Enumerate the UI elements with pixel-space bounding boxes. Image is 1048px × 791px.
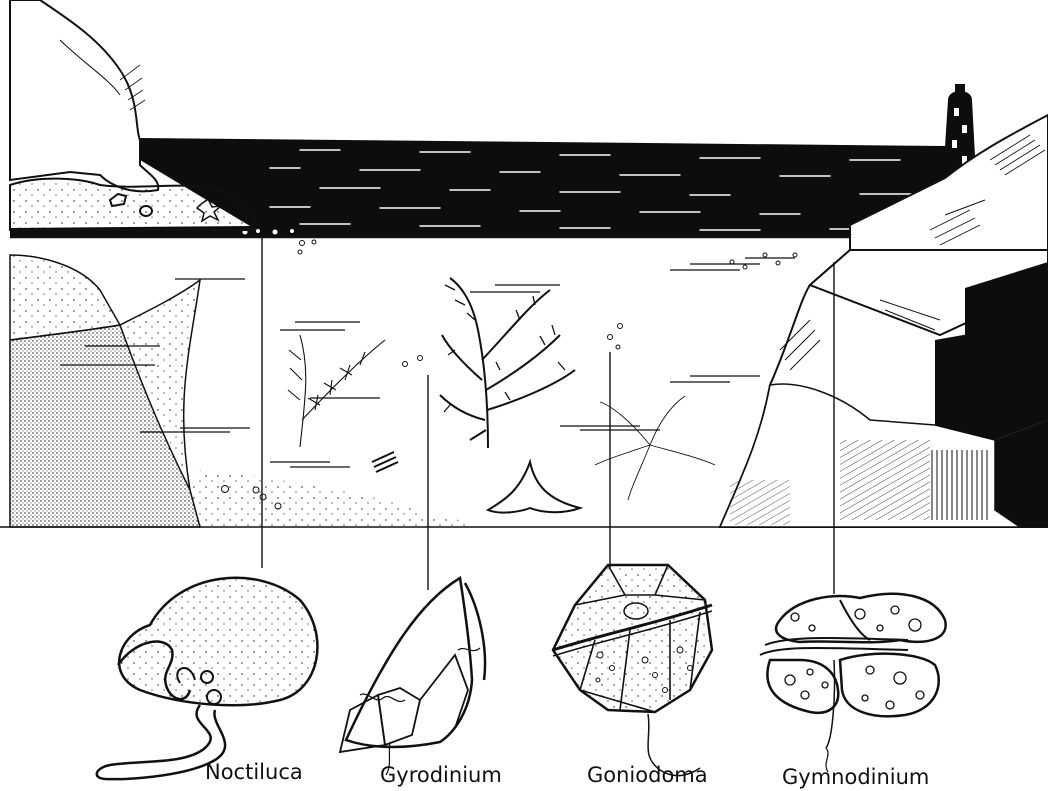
underwater-scene	[0, 200, 1048, 527]
gymnodinium-drawing	[760, 594, 946, 772]
label-gyrodinium: Gyrodinium	[380, 763, 502, 787]
sea-star-shape	[488, 462, 580, 513]
noctiluca-drawing	[97, 578, 318, 779]
left-headland	[10, 0, 256, 230]
goniodoma-drawing	[553, 565, 712, 776]
label-goniodoma: Goniodoma	[587, 763, 708, 787]
seaweed-center	[440, 278, 575, 448]
label-noctiluca: Noctiluca	[205, 760, 303, 784]
gyrodinium-drawing	[340, 578, 485, 775]
brittle-star	[595, 396, 715, 500]
seaweed-left	[288, 335, 385, 447]
label-gymnodinium: Gymnodinium	[782, 765, 929, 789]
